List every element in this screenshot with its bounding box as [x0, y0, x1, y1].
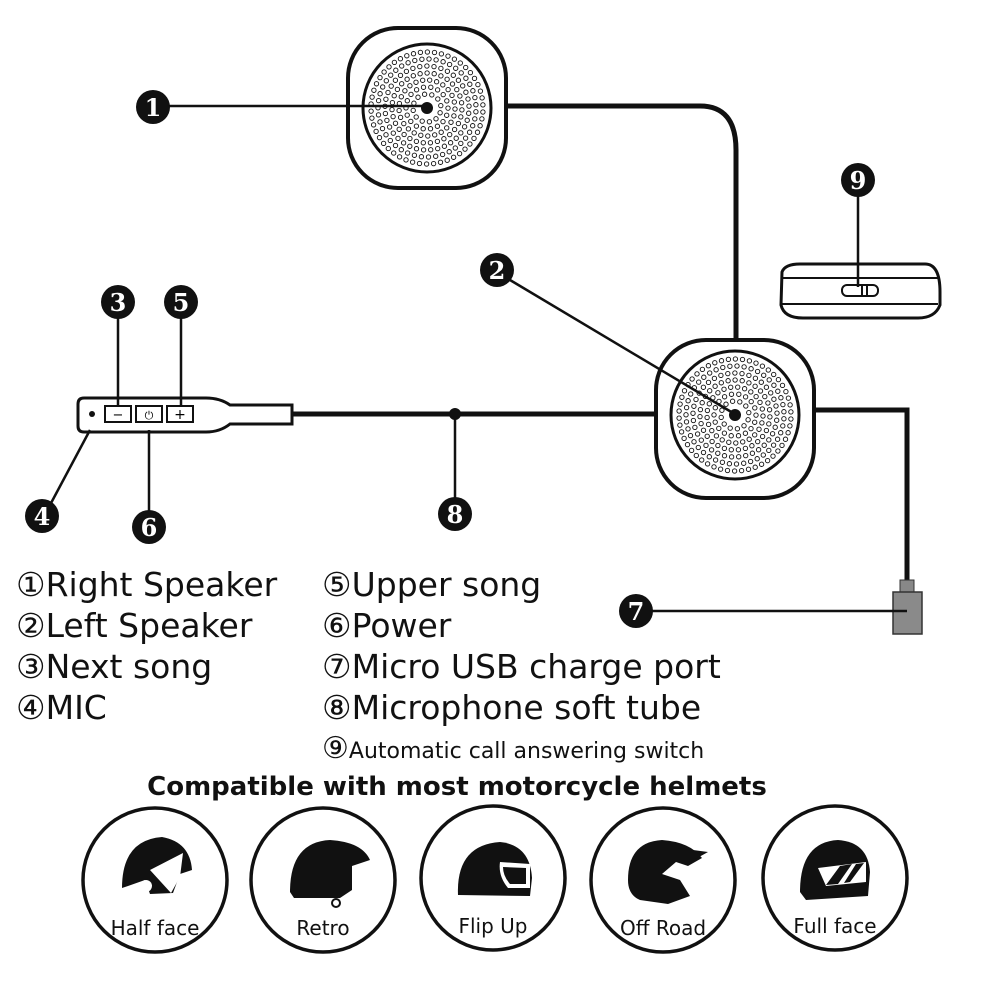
callout-3: 3: [101, 285, 135, 319]
call-answering-switch-unit: [779, 262, 942, 320]
legend-item: ⑤Upper song: [322, 564, 721, 605]
legend-text: Upper song: [351, 565, 542, 604]
right-speaker: [346, 26, 508, 190]
legend-text: Power: [351, 606, 452, 645]
svg-text:Retro: Retro: [296, 916, 349, 940]
callout-8: 8: [438, 497, 472, 531]
legend-item: ④MIC: [16, 687, 277, 728]
callout-2: 2: [480, 253, 514, 287]
svg-text:6: 6: [141, 513, 158, 542]
off-road-helmet-icon: [628, 840, 708, 904]
legend-item: ①Right Speaker: [16, 564, 277, 605]
svg-text:7: 7: [628, 597, 645, 626]
svg-text:1: 1: [145, 93, 162, 122]
helmet-badge-flip-up: Flip Up: [419, 804, 567, 952]
cable-lines: [292, 103, 910, 583]
helmet-badge-off-road: Off Road: [589, 806, 737, 954]
legend-marker: ⑥: [322, 606, 352, 645]
legend-marker: ⑨: [322, 731, 349, 766]
legend-marker: ①: [16, 565, 46, 604]
legend-text: Automatic call answering switch: [348, 739, 705, 764]
legend-marker: ③: [16, 647, 46, 686]
legend-item: ⑨Automatic call answering switch: [322, 728, 721, 769]
svg-text:Off Road: Off Road: [620, 916, 706, 940]
compat-title: Compatible with most motorcycle helmets: [147, 772, 767, 802]
inline-remote-control: − ⏻ +: [76, 396, 294, 434]
svg-text:Half face: Half face: [111, 916, 200, 940]
legend-marker: ⑤: [322, 565, 352, 604]
svg-text:5: 5: [173, 288, 190, 317]
legend-text: Left Speaker: [45, 606, 253, 645]
mic-hole: [89, 411, 95, 417]
legend-marker: ⑧: [322, 688, 352, 727]
legend-text: Micro USB charge port: [351, 647, 721, 686]
legend-item: ⑥Power: [322, 605, 721, 646]
legend-marker: ②: [16, 606, 46, 645]
callout-9: 9: [841, 163, 875, 197]
callout-7: 7: [619, 594, 653, 628]
svg-text:4: 4: [34, 502, 51, 531]
legend-item: ②Left Speaker: [16, 605, 277, 646]
retro-helmet-icon: [290, 840, 370, 908]
svg-text:⏻: ⏻: [145, 409, 154, 422]
legend-text: MIC: [45, 688, 107, 727]
micro-usb-plug: [892, 579, 923, 635]
svg-text:8: 8: [447, 500, 464, 529]
callout-1: 1: [136, 90, 170, 124]
svg-text:3: 3: [110, 288, 127, 317]
leader-lines: [48, 104, 907, 613]
callout-6: 6: [132, 510, 166, 544]
svg-text:2: 2: [489, 256, 506, 285]
svg-text:Full face: Full face: [793, 914, 876, 938]
callout-4: 4: [25, 499, 59, 533]
next-song-button[interactable]: −: [104, 405, 132, 423]
left-speaker: [654, 338, 816, 500]
svg-text:9: 9: [850, 166, 867, 195]
svg-text:+: +: [174, 407, 186, 423]
tube-junction: [449, 408, 461, 420]
legend-item: ③Next song: [16, 646, 277, 687]
legend-item: ⑧Microphone soft tube: [322, 687, 721, 728]
svg-text:−: −: [113, 408, 124, 423]
legend-item: ⑦Micro USB charge port: [322, 646, 721, 687]
full-face-helmet-icon: [800, 840, 870, 900]
legend-marker: ④: [16, 688, 46, 727]
upper-song-button[interactable]: +: [166, 405, 194, 423]
helmet-badge-half-face: Half face: [81, 806, 229, 954]
power-button[interactable]: ⏻: [135, 405, 163, 423]
helmet-badge-full-face: Full face: [761, 804, 909, 952]
legend-text: Microphone soft tube: [351, 688, 702, 727]
flip-up-helmet-icon: [457, 842, 532, 896]
speaker-grille: [676, 356, 794, 474]
helmet-badge-retro: Retro: [249, 806, 397, 954]
legend-marker: ⑦: [322, 647, 352, 686]
svg-text:Flip Up: Flip Up: [458, 914, 527, 938]
callout-5: 5: [164, 285, 198, 319]
legend-text: Right Speaker: [45, 565, 278, 604]
legend-text: Next song: [45, 647, 213, 686]
speaker-grille: [368, 49, 486, 167]
half-face-helmet-icon: [122, 837, 192, 894]
